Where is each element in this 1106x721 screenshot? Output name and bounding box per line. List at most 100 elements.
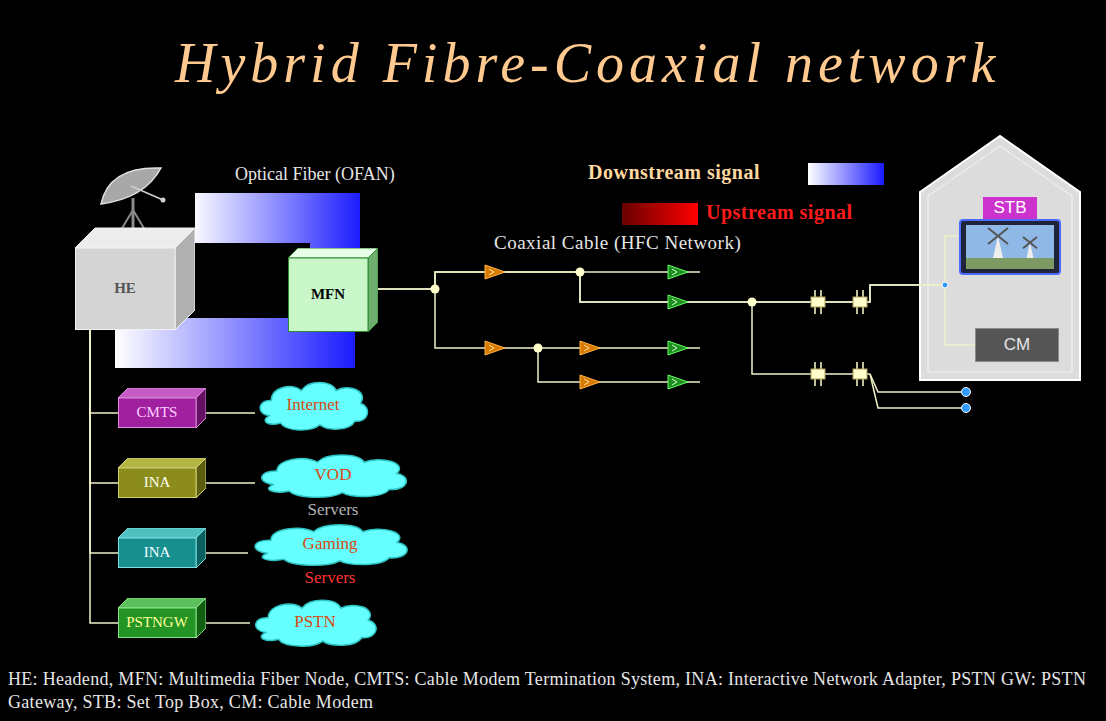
amplifier [668, 295, 688, 309]
medium-label: Coaxial Cable (HFC Network) [494, 231, 741, 255]
server-link [206, 552, 248, 554]
amplifier-part [672, 269, 677, 275]
ina-box-shape-part [196, 528, 206, 568]
legend-swatch [808, 163, 884, 185]
headend-bus [90, 330, 118, 553]
server-cloud-shape-part [255, 525, 407, 566]
headend-bus [90, 330, 118, 483]
outlet-end-part [942, 282, 948, 288]
headend-bus [90, 330, 118, 413]
amplifier-part [668, 295, 688, 309]
abbreviation-caption: HE: Headend, MFN: Multimedia Fiber Node,… [8, 668, 1098, 713]
windmill-part [988, 228, 1008, 244]
tap-part [811, 297, 825, 307]
amplifier-part [580, 341, 600, 355]
medium-label: Optical Fiber (OFAN) [235, 163, 395, 186]
legend-label: Upstream signal [706, 201, 853, 224]
node-label: INA [144, 474, 171, 491]
amplifier [668, 375, 688, 389]
node-label: Internet [287, 395, 340, 415]
pstn-gateway-box-shape-part [119, 608, 197, 638]
server-cloud-shape-part [262, 455, 407, 497]
satellite-dish-part [121, 210, 133, 230]
server-link [206, 412, 255, 414]
amplifier-part [485, 341, 505, 355]
set-top-box-shape-part [966, 225, 1054, 269]
satellite-dish-part [101, 168, 161, 204]
fiber-node-cube-shape-part [289, 258, 369, 332]
pstn-cloud-shape-part [256, 600, 376, 646]
node-label: Gaming [303, 534, 358, 554]
amplifier-part [489, 269, 494, 275]
amplifier-part [580, 375, 600, 389]
node-sublabel: Servers [248, 568, 412, 588]
node-sublabel: Servers [255, 500, 411, 520]
headend-cube-shape-part [75, 228, 195, 248]
tap-part [853, 297, 867, 307]
amplifier [485, 341, 505, 355]
amplifier-part [584, 345, 589, 351]
windmill-part [1023, 237, 1037, 248]
pstn-gateway-box-shape-part [196, 598, 206, 638]
pstn-gateway-box-shape-part [118, 598, 206, 608]
node-label: CM [1004, 335, 1030, 355]
amplifier-part [668, 341, 688, 355]
tap-part [853, 369, 867, 379]
node-label: VOD [315, 465, 352, 485]
internet-cloud-shape-part [260, 383, 368, 431]
amplifier [580, 341, 600, 355]
node-label: CMTS [137, 404, 178, 421]
legend-label: Downstream signal [588, 161, 760, 184]
outlet-end [942, 282, 971, 413]
tap [853, 290, 867, 314]
headend-cube-shape [75, 160, 195, 330]
node-label: INA [144, 544, 171, 561]
house [920, 136, 1080, 380]
satellite-dish-part [131, 186, 163, 200]
headend-cube-shape-part [175, 228, 195, 330]
internet-cloud: Internet [255, 378, 371, 432]
amplifier [668, 341, 688, 355]
ina-box-shape-part [119, 538, 197, 568]
drop-cable [870, 374, 962, 408]
amplifier [580, 375, 600, 389]
junction-dot-part [431, 285, 440, 294]
server-cloud: VODServers [255, 451, 411, 499]
satellite-dish-part [133, 210, 145, 230]
amplifier-part [672, 299, 677, 305]
fiber-node-cube: MFN [288, 248, 378, 332]
set-top-box: STB [958, 196, 1062, 276]
satellite-dish [101, 168, 166, 230]
house-inner-outline [928, 146, 1072, 372]
fiber-node-cube-shape-part [288, 248, 378, 258]
windmill-part [988, 228, 1008, 244]
outlet-end-part [962, 404, 971, 413]
cmts-box-shape-part [119, 398, 197, 428]
server-link [206, 482, 255, 484]
ina-box-shape-part [118, 528, 206, 538]
coax-branch [538, 348, 700, 382]
junction-dot-part [576, 268, 585, 277]
satellite-dish-part [132, 198, 135, 230]
cmts-box-shape-part [118, 388, 206, 398]
fiber-band [195, 218, 335, 248]
satellite-dish-part [161, 198, 166, 203]
amplifier-part [668, 375, 688, 389]
node-label: HE [114, 280, 136, 297]
junction-dot [431, 268, 757, 353]
ina-box: INA [118, 458, 206, 498]
tap [811, 362, 825, 386]
coax-branch [435, 289, 700, 348]
amplifier-part [584, 379, 589, 385]
node-label: MFN [311, 286, 345, 303]
junction-dot-part [748, 298, 757, 307]
server-link [206, 622, 250, 624]
headend-bus [90, 330, 118, 623]
pstn-cloud: PSTN [250, 596, 380, 648]
outlet-end-part [962, 388, 971, 397]
coax-branch [435, 272, 962, 408]
coax-branch [752, 302, 870, 374]
windmill [988, 228, 1008, 258]
amplifier-part [672, 379, 677, 385]
